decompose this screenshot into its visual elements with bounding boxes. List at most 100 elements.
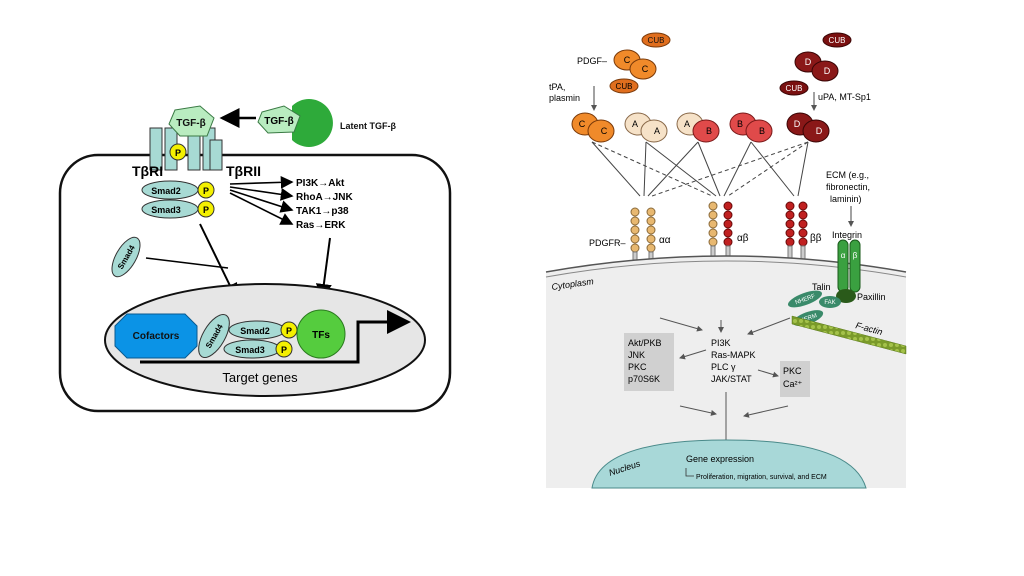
pathway-ras: Ras→ERK [296,220,346,231]
arrow-bb-to-signaling [747,317,791,336]
svg-text:CUB: CUB [648,36,665,45]
fak-node [819,296,841,308]
smad2-nuclear-phospho-label: P [286,326,292,336]
arrow-mid-to-left [679,349,707,360]
tfs-label: TFs [312,330,330,341]
integrin-label: Integrin [832,230,862,240]
receptor-ab-label: αβ [737,233,749,244]
signal-ras-mapk: Ras-MAPK [711,350,756,360]
svg-text:C: C [624,55,631,65]
pdgf-nucleus [591,439,867,489]
effector-p70s6k: p70S6K [628,374,660,384]
latent-tgf-beta-label: Latent TGF-β [340,121,396,131]
ecm-line1: ECM (e.g., [826,170,869,180]
smad3-phospho-label: P [203,205,209,215]
talin-node [836,289,856,303]
tpa-label-line2: plasmin [549,93,580,103]
svg-text:D: D [794,119,801,129]
receptor-bb-label: ββ [810,233,822,244]
smad3-nuclear-label: Smad3 [235,345,265,355]
receptor-1-label: TβRI [132,163,163,179]
pathway-pi3k: PI3K→Akt [296,178,345,189]
tpa-label-line1: tPA, [549,82,565,92]
svg-text:C: C [642,64,649,74]
receptor-2-label: TβRII [226,163,261,179]
target-genes-label: Target genes [222,370,298,385]
tgf-beta-ligand [168,105,215,137]
svg-text:CUB: CUB [829,36,846,45]
smad2-label: Smad2 [151,186,181,196]
smad3-label: Smad3 [151,205,181,215]
effector-akt: Akt/PKB [628,338,662,348]
effector-pkc-right: PKC [783,366,802,376]
pathway-tak1: TAK1→p38 [296,206,349,217]
svg-text:C: C [579,119,586,129]
tfs-node [296,309,346,359]
latent-complex-arc [292,99,333,147]
smad3-nuclear-phospho-label: P [281,345,287,355]
svg-text:D: D [816,126,823,136]
talin-label: Talin [812,282,831,292]
smad2-nuclear-label: Smad2 [240,326,270,336]
arrow-aa-to-signaling [659,317,703,332]
dimer-cc: C C [571,112,615,143]
fak-label: FAK [824,300,835,306]
svg-text:B: B [759,126,765,136]
svg-text:C: C [601,126,608,136]
latent-pdgf-c: CUB C C CUB [609,32,671,94]
smad2-phospho-label: P [203,186,209,196]
effector-pkc: PKC [628,362,647,372]
effector-box-right [780,361,810,397]
svg-text:A: A [632,119,638,129]
effector-jnk: JNK [628,350,645,360]
svg-text:CUB: CUB [616,82,633,91]
dimer-bb: B B [729,112,773,143]
pdgf-label: PDGF– [577,56,607,66]
receptor-phospho-label: P [175,148,181,158]
integrin: α β [837,239,861,293]
f-actin [791,315,907,355]
signal-plc: PLC γ [711,362,736,372]
svg-text:B: B [706,126,712,136]
effector-box-left [624,333,674,391]
pdgf-panel: CUB C C CUB PDGF– CUB D D CUB tPA, plasm… [545,28,907,489]
merm-label: MERM [799,313,818,325]
latent-tgf-beta-inner-label: TGF-β [264,116,293,127]
svg-text:β: β [853,251,858,260]
tgf-beta-panel: TGF-β P TGF-β Latent TGF-β TβRI TβRII Sm… [58,99,452,413]
svg-text:D: D [805,57,812,67]
cofactors-label: Cofactors [133,331,180,342]
latent-pdgf-d: CUB D D CUB [779,32,852,96]
receptor-complex [149,127,223,171]
smad4-nuclear: Smad4 [198,314,230,358]
pdgfr-label: PDGFR– [589,238,626,248]
arrow-mid-to-right [757,369,779,378]
svg-text:D: D [824,66,831,76]
smad4-to-nucleus-line [145,257,229,269]
pathway-arrows [229,175,294,225]
nucleus [104,283,426,397]
smad2-phospho [197,181,215,199]
receptor-aa-label: αα [659,235,671,246]
svg-text:A: A [654,126,660,136]
signal-jak-stat: JAK/STAT [711,374,752,384]
smad4-cytoplasmic: Smad4 [111,236,141,278]
smad3-nuclear-phospho [275,340,293,358]
ecm-line3: laminin) [830,194,862,204]
ecm-line2: fibronectin, [826,182,870,192]
signal-pi3k: PI3K [711,338,731,348]
binding-lines [591,141,809,197]
target-gene-line [140,310,411,364]
smad3-phospho [197,200,215,218]
arrow-left-to-nucleus [679,405,717,416]
nherf-node [787,290,823,308]
arrow-right-to-nucleus [743,405,789,418]
dimer-dd: D D [786,112,830,143]
cofactors-node [114,313,198,359]
svg-text:B: B [737,119,743,129]
latent-tgf-beta [257,105,301,134]
dimer-aa: A A [624,112,668,143]
upa-label: uPA, MT-Sp1 [818,92,871,102]
svg-text:A: A [684,119,690,129]
